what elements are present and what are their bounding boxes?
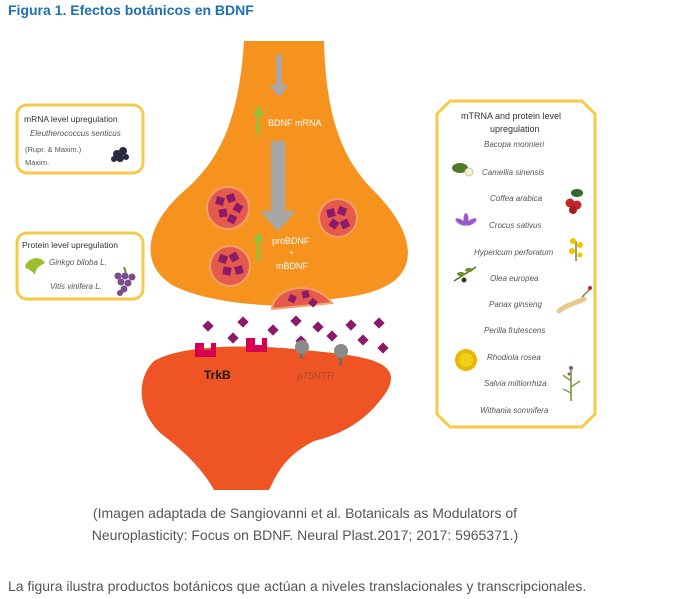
grapes-icon <box>114 266 136 296</box>
protein-box-item-2: Vitis vinifera L. <box>50 282 102 291</box>
plant-panax: Panax ginseng <box>489 300 542 309</box>
vesicle-2 <box>318 198 358 238</box>
plant-olea: Olea europea <box>490 274 539 283</box>
caption-line-2: Neuroplasticity: Focus on BDNF. Neural P… <box>91 527 519 543</box>
plant-bacopa: Bacopa monnieri <box>484 140 544 149</box>
p75ntr-label: p75NTR <box>297 371 334 382</box>
coffee-cherries-icon <box>565 189 583 214</box>
plant-crocus: Crocus sativus <box>489 221 541 230</box>
mrna-box-authority-1: (Rupr. & Maxim.) <box>25 145 82 154</box>
mrna-box-title: mRNA level upregulation <box>24 114 118 124</box>
green-arrow-mrna <box>253 106 264 135</box>
body-paragraph: La figura ilustra productos botánicos qu… <box>8 578 587 594</box>
berries-icon <box>111 147 129 162</box>
figure-caption: (Imagen adaptada de Sangiovanni et al. B… <box>40 502 570 546</box>
probdnf-label: proBDNF <box>272 236 310 246</box>
vesicle-1 <box>206 186 250 230</box>
olive-branch-icon <box>453 266 477 283</box>
rhodiola-flower-icon <box>455 349 477 371</box>
vesicle-3 <box>209 245 251 287</box>
plant-withania: Withania somnifera <box>480 406 549 415</box>
right-box-title-1: mTRNA and protein level <box>461 111 561 121</box>
plant-rhodiola: Rhodiola rosea <box>487 353 541 362</box>
right-box-title-2: upregulation <box>490 124 540 134</box>
caption-line-1: (Imagen adaptada de Sangiovanni et al. B… <box>92 505 518 521</box>
p75-receptors <box>295 340 348 365</box>
mtrna-protein-box: mTRNA and protein level upregulation Bac… <box>435 99 597 429</box>
plant-salvia: Salvia miltiorrhiza <box>484 379 547 388</box>
mrna-box-species: Eleutherococcus senticus <box>30 129 121 138</box>
mbdnf-label: mBDNF <box>276 261 308 271</box>
protein-box-item-1: Ginkgo biloba L. <box>49 258 107 267</box>
figure-title: Figura 1. Efectos botánicos en BDNF <box>8 2 254 18</box>
mrna-box-authority-2: Maxim. <box>25 158 49 167</box>
trkb-label: TrkB <box>204 368 231 382</box>
grey-arrow-main <box>260 141 296 231</box>
protein-box-title: Protein level upregulation <box>22 240 118 250</box>
bdnf-figure: BDNF mRNA proBDNF + mBDNF <box>14 41 597 490</box>
protein-level-box: Protein level upregulation Ginkgo biloba… <box>15 231 145 301</box>
bdnf-mrna-label: BDNF mRNA <box>268 118 322 128</box>
green-arrow-protein <box>253 232 264 261</box>
vesicle-releasing <box>270 287 334 311</box>
grey-arrow-top <box>269 55 289 97</box>
ginkgo-leaf-icon <box>25 258 45 275</box>
hypericum-flower-icon <box>569 238 583 261</box>
mrna-level-box: mRNA level upregulation Eleutherococcus … <box>15 103 145 175</box>
camellia-icon <box>452 163 474 177</box>
crocus-flower-icon <box>455 213 477 226</box>
plant-hypericum: Hypericum perforatum <box>474 248 553 257</box>
plant-perilla: Perilla frutescens <box>484 326 545 335</box>
trkb-receptors <box>195 338 267 357</box>
salvia-plant-icon <box>562 366 581 401</box>
plus-label: + <box>289 248 294 257</box>
postsynaptic-neuron <box>141 346 391 490</box>
ginseng-root-icon <box>556 286 592 314</box>
plant-coffea: Coffea arabica <box>490 194 543 203</box>
plant-camellia: Camellia sinensis <box>482 168 544 177</box>
